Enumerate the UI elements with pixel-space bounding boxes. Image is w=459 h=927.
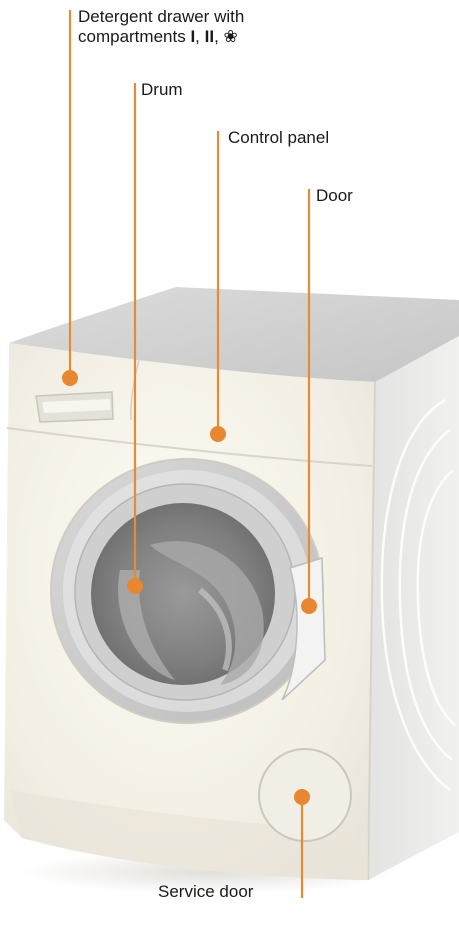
label-drum: Drum — [141, 80, 183, 100]
label-detergent-drawer-line1: Detergent drawer with — [78, 7, 244, 27]
callout-dot-door — [301, 598, 317, 614]
callout-dot-drawer — [62, 370, 78, 386]
detergent-drawer — [36, 392, 113, 422]
label-detergent-drawer: Detergent drawer with compartments I, II… — [78, 7, 244, 47]
door-assembly — [51, 459, 325, 723]
callout-dot-control-panel — [210, 426, 226, 442]
label-door: Door — [316, 186, 353, 206]
compartment-2-label: II — [205, 27, 214, 46]
label-control-panel: Control panel — [228, 128, 329, 148]
label-service-door: Service door — [158, 882, 253, 902]
softener-compartment-icon: ❀ — [224, 27, 238, 46]
label-detergent-drawer-line2: compartments I, II, ❀ — [78, 27, 244, 47]
callout-dot-service-door — [294, 789, 310, 805]
callout-dot-drum — [127, 578, 143, 594]
